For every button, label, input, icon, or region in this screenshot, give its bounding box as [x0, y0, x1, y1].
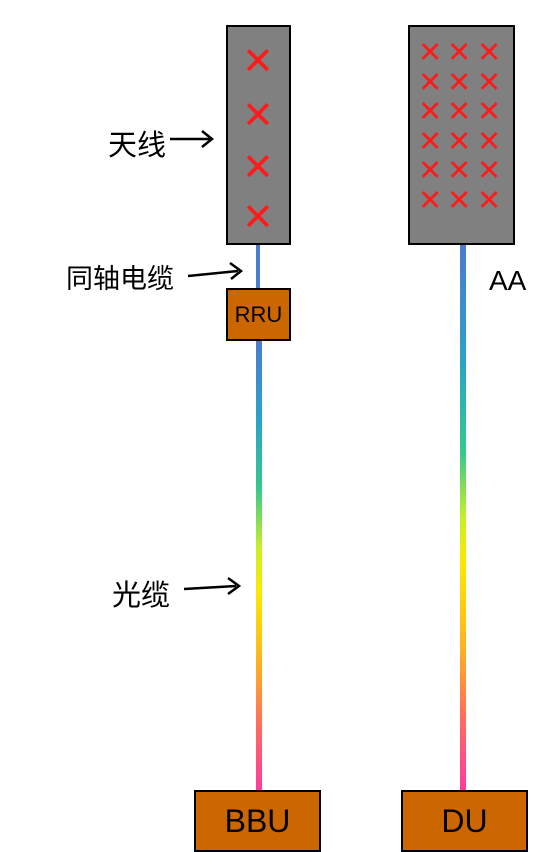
aau-element-x-icon: ✕ — [477, 94, 502, 128]
coax-cable — [256, 245, 260, 290]
antenna-arrow-icon — [170, 130, 215, 148]
aau-element-x-icon: ✕ — [477, 183, 502, 217]
antenna-element-x-icon: ✕ — [242, 39, 274, 83]
aau-element-x-icon: ✕ — [418, 94, 443, 128]
aau-element-x-icon: ✕ — [477, 65, 502, 99]
aau-element-x-icon: ✕ — [477, 124, 502, 158]
aau-element-x-icon: ✕ — [418, 65, 443, 99]
fiber-cable-right — [460, 245, 466, 792]
rru-label: RRU — [234, 301, 283, 327]
rru-box: RRU — [226, 288, 291, 341]
antenna-element-x-icon: ✕ — [242, 145, 274, 189]
aau-element-x-icon: ✕ — [418, 35, 443, 69]
antenna-label: 天线 — [108, 128, 167, 162]
aau-panel-right — [408, 25, 515, 245]
bbu-label: BBU — [224, 802, 291, 839]
aau-element-x-icon: ✕ — [447, 153, 472, 187]
aau-element-x-icon: ✕ — [447, 35, 472, 69]
coax-arrow-icon — [188, 261, 244, 280]
aau-element-x-icon: ✕ — [447, 65, 472, 99]
coax-label: 同轴电缆 — [66, 264, 174, 295]
antenna-element-x-icon: ✕ — [242, 93, 274, 137]
antenna-element-x-icon: ✕ — [242, 195, 274, 239]
aau-element-x-icon: ✕ — [418, 153, 443, 187]
fiber-label: 光缆 — [112, 578, 171, 612]
aau-element-x-icon: ✕ — [447, 183, 472, 217]
du-box: DU — [401, 790, 528, 852]
antenna-panel-left — [226, 25, 291, 245]
aau-element-x-icon: ✕ — [447, 94, 472, 128]
aau-label: AA — [489, 265, 527, 296]
du-label: DU — [441, 802, 488, 839]
bbu-box: BBU — [194, 790, 321, 852]
fiber-cable-left — [256, 340, 262, 792]
aau-element-x-icon: ✕ — [477, 35, 502, 69]
aau-element-x-icon: ✕ — [418, 183, 443, 217]
aau-element-x-icon: ✕ — [477, 153, 502, 187]
fiber-arrow-icon — [184, 576, 242, 596]
aau-element-x-icon: ✕ — [447, 124, 472, 158]
aau-element-x-icon: ✕ — [418, 124, 443, 158]
